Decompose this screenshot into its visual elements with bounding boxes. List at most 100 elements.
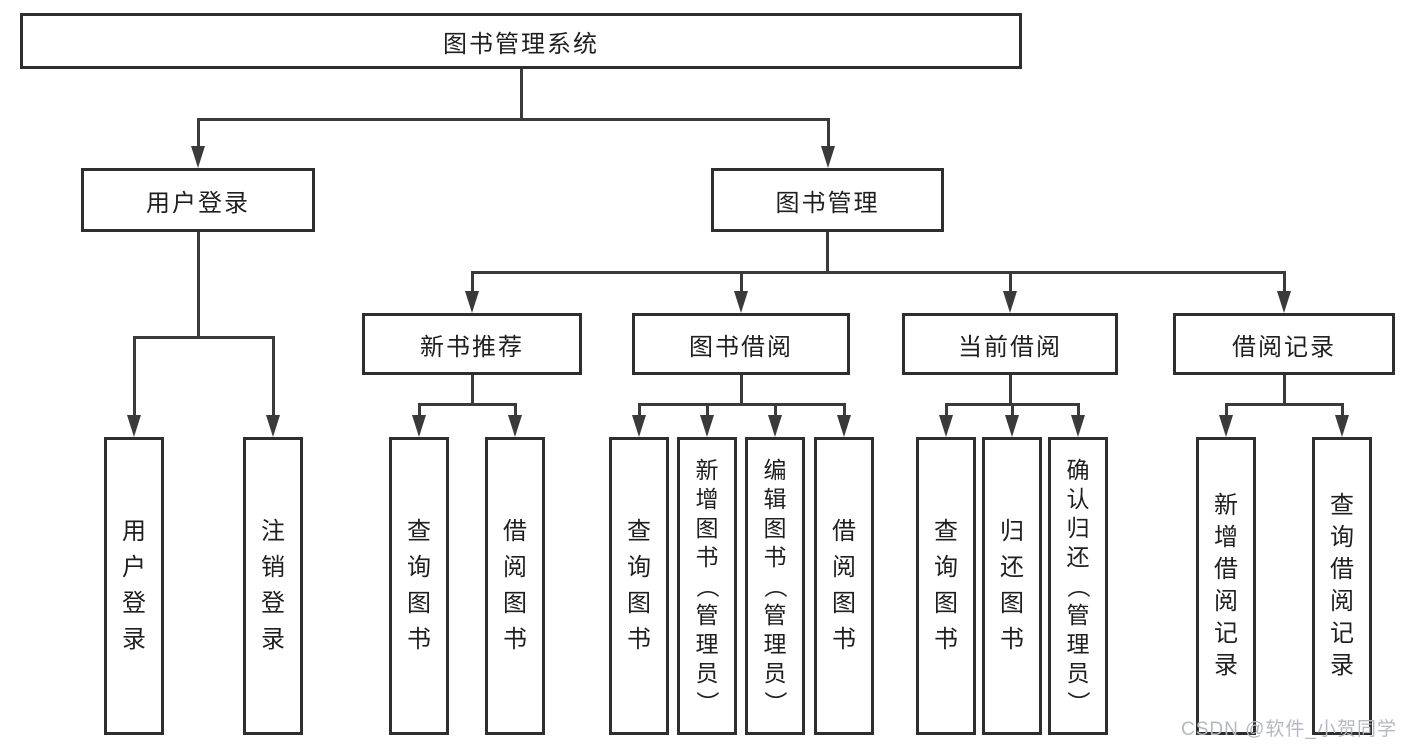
connector-line (519, 69, 523, 120)
node-leaf-logout: 注销登录 (243, 437, 303, 735)
connector-line (1010, 403, 1014, 417)
node-leaf-borrowing-borrow-books: 借阅图书 (814, 437, 874, 735)
leaf-label-char: 员 (695, 659, 719, 686)
leaf-label-char: 借 (1330, 556, 1354, 583)
leaf-label-char: 理 (1066, 630, 1090, 657)
connector-line (470, 375, 474, 406)
leaf-label-char: 注 (261, 518, 285, 545)
leaf-label-char: 管 (763, 601, 787, 628)
leaf-label-char: 归 (1000, 518, 1024, 545)
leaf-label-char: 书 (695, 543, 719, 570)
leaf-label-char: 询 (627, 554, 651, 581)
leaf-label-char: 录 (1214, 652, 1238, 679)
leaf-label-char: 询 (934, 554, 958, 581)
leaf-label-char: 书 (1000, 626, 1024, 653)
connector-line (196, 232, 200, 338)
arrow-down-icon (508, 415, 522, 437)
node-leaf-current-confirm-return: 确认归还（管理员） (1048, 437, 1108, 735)
leaf-label-char: 记 (1214, 620, 1238, 647)
leaf-label-char: 增 (695, 485, 719, 512)
leaf-label: 借阅图书 (817, 514, 871, 658)
leaf-label: 注销登录 (246, 514, 300, 658)
leaf-label-char: （ (694, 574, 721, 598)
node-leaf-recommend-borrow-books: 借阅图书 (485, 437, 545, 735)
node-leaf-user-login: 用户登录 (104, 437, 164, 735)
arrow-down-icon (768, 415, 782, 437)
node-borrowing-records: 借阅记录 (1173, 313, 1395, 375)
connector-line (1224, 403, 1228, 417)
arrow-down-icon (191, 146, 205, 168)
node-book-management: 图书管理 (711, 168, 944, 232)
connector-line (196, 118, 200, 148)
leaf-label: 用户登录 (107, 514, 161, 658)
leaf-label-char: 阅 (832, 554, 856, 581)
arrow-down-icon (700, 415, 714, 437)
arrow-down-icon (127, 415, 141, 437)
leaf-label-char: 新 (1214, 492, 1238, 519)
leaf-label: 确认归还（管理员） (1051, 456, 1105, 717)
node-leaf-records-query-record: 查询借阅记录 (1312, 437, 1372, 735)
leaf-label-char: 辑 (763, 485, 787, 512)
connector-line (196, 118, 830, 121)
leaf-label-char: 销 (261, 554, 285, 581)
node-book-borrowing: 图书借阅 (632, 313, 850, 375)
leaf-label-char: 新 (695, 456, 719, 483)
connector-line (513, 403, 517, 417)
arrow-down-icon (1071, 415, 1085, 437)
connector-line (470, 271, 474, 293)
leaf-label-char: 录 (122, 626, 146, 653)
leaf-label-char: 书 (407, 626, 431, 653)
node-leaf-current-return-books: 归还图书 (982, 437, 1042, 735)
leaf-label-char: 登 (261, 590, 285, 617)
connector-line (1008, 271, 1012, 293)
leaf-label-char: ） (1065, 690, 1092, 714)
connector-line (1282, 375, 1286, 406)
leaf-label-char: 图 (1000, 590, 1024, 617)
connector-line (826, 118, 830, 148)
leaf-label-char: 阅 (1214, 588, 1238, 615)
leaf-label: 编辑图书（管理员） (748, 456, 802, 717)
connector-line (417, 403, 517, 406)
arrow-down-icon (837, 415, 851, 437)
connector-line (637, 403, 846, 406)
leaf-label-char: 查 (627, 518, 651, 545)
leaf-label-char: 增 (1214, 524, 1238, 551)
leaf-label-char: 查 (1330, 492, 1354, 519)
leaf-label-char: 图 (503, 590, 527, 617)
connector-line (825, 232, 829, 273)
leaf-label-char: 借 (503, 518, 527, 545)
leaf-label-char: 询 (1330, 524, 1354, 551)
leaf-label-char: 还 (1000, 554, 1024, 581)
leaf-label-char: 借 (1214, 556, 1238, 583)
arrow-down-icon (1003, 291, 1017, 313)
leaf-label-char: 还 (1066, 543, 1090, 570)
leaf-label-char: 记 (1330, 620, 1354, 647)
leaf-label-char: 图 (695, 514, 719, 541)
node-new-book-recommend: 新书推荐 (362, 313, 582, 375)
connector-line (271, 336, 275, 417)
arrow-down-icon (939, 415, 953, 437)
leaf-label-char: 借 (832, 518, 856, 545)
leaf-label-char: 编 (763, 456, 787, 483)
leaf-label-char: 图 (407, 590, 431, 617)
leaf-label-char: （ (762, 574, 789, 598)
leaf-label-char: 书 (503, 626, 527, 653)
leaf-label-char: 书 (763, 543, 787, 570)
leaf-label-char: 理 (763, 630, 787, 657)
leaf-label-char: 登 (122, 590, 146, 617)
node-leaf-borrowing-query-books: 查询图书 (609, 437, 669, 735)
leaf-label-char: 图 (763, 514, 787, 541)
leaf-label-char: 员 (1066, 659, 1090, 686)
connector-line (1224, 403, 1344, 406)
connector-line (132, 336, 275, 339)
leaf-label-char: 归 (1066, 514, 1090, 541)
connector-line (739, 271, 743, 293)
connector-line (417, 403, 421, 417)
leaf-label: 新增图书（管理员） (680, 456, 734, 717)
leaf-label-char: 书 (832, 626, 856, 653)
connector-line (637, 403, 641, 417)
arrow-down-icon (1005, 415, 1019, 437)
leaf-label: 查询借阅记录 (1315, 490, 1369, 682)
arrow-down-icon (412, 415, 426, 437)
connector-line (1340, 403, 1344, 417)
